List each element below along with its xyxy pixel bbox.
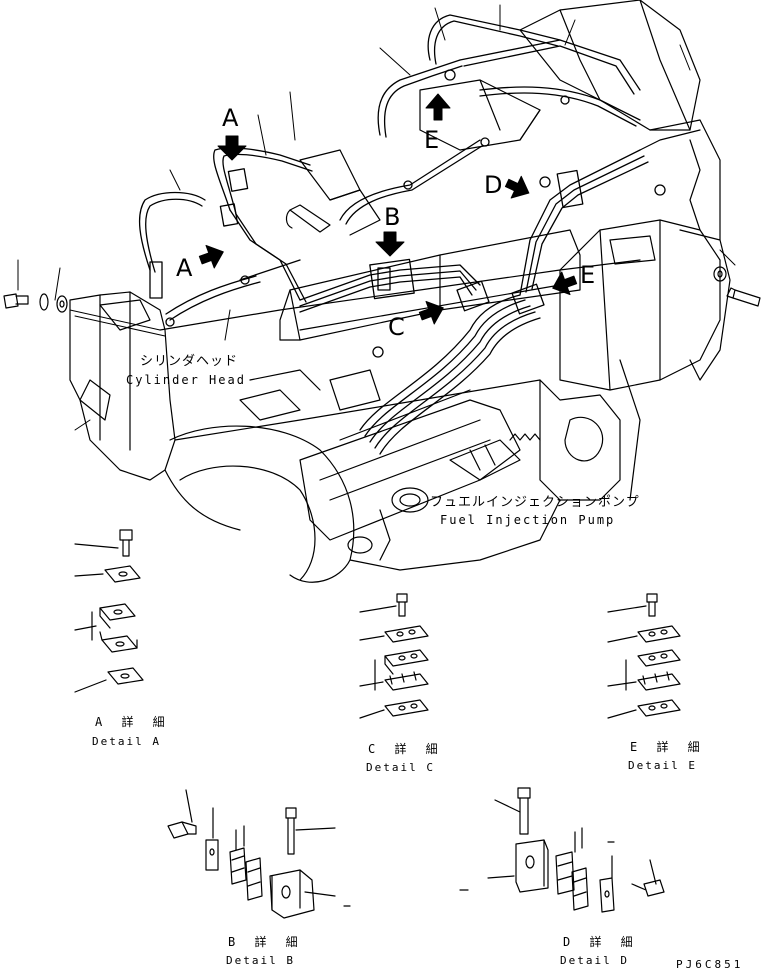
left-bolt-washers xyxy=(3,293,68,313)
detail-c-parts xyxy=(359,593,429,719)
fuel-pump-label-en: Fuel Injection Pump xyxy=(440,513,616,527)
detail-d-label-jp: D 詳 細 xyxy=(563,935,639,949)
callout-a-top: A xyxy=(222,104,239,132)
callout-a-side: A xyxy=(176,254,193,282)
detail-b-label-en: Detail B xyxy=(226,954,295,967)
callout-e-top: E xyxy=(424,126,440,154)
cylinder-head-label-jp: シリンダヘッド xyxy=(140,354,239,369)
detail-d-parts xyxy=(459,787,665,913)
callout-b: B xyxy=(384,203,401,231)
injection-pipes xyxy=(138,14,649,455)
detail-e-parts xyxy=(607,593,681,719)
leader-lines xyxy=(17,4,736,431)
detail-d-label-en: Detail D xyxy=(560,954,629,967)
detail-e-label-jp: E 詳 細 xyxy=(630,740,706,754)
right-bolt-washer xyxy=(713,266,761,307)
callout-c: C xyxy=(388,313,405,341)
detail-b-parts xyxy=(167,789,351,919)
drawing-code: PJ6C851 xyxy=(676,958,744,971)
cylinder-head-label-en: Cylinder Head xyxy=(126,373,246,387)
fuel-injection-pump xyxy=(299,389,541,561)
detail-a-parts xyxy=(74,529,144,693)
fuel-pump-label-jp: フュエルインジェクションポンプ xyxy=(430,495,640,510)
callout-arrows xyxy=(198,93,578,325)
detail-c-label-jp: C 詳 細 xyxy=(368,742,444,756)
clamps-on-engine xyxy=(149,69,666,358)
detail-a-label-jp: A 詳 細 xyxy=(95,715,171,729)
callout-e-side: E xyxy=(580,261,596,289)
callout-d: D xyxy=(484,171,503,199)
detail-c-label-en: Detail C xyxy=(366,761,435,774)
detail-a-label-en: Detail A xyxy=(92,735,161,748)
detail-e-label-en: Detail E xyxy=(628,759,697,772)
detail-b-label-jp: B 詳 細 xyxy=(228,935,304,949)
